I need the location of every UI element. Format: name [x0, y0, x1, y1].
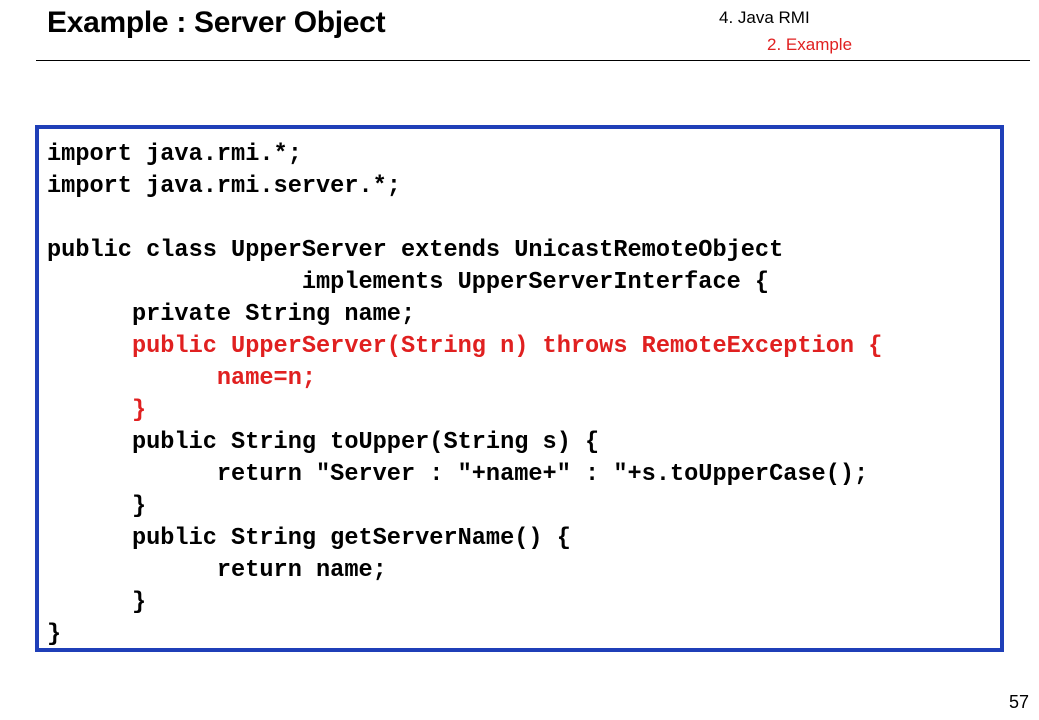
code-line: return name; — [47, 557, 387, 584]
code-line: } — [47, 397, 147, 424]
code-box: import java.rmi.*; import java.rmi.server… — [35, 125, 1004, 652]
page-number: 57 — [1008, 692, 1029, 712]
code-line: public String getServerName() { — [47, 525, 571, 552]
subsection-label: 2. Example — [767, 35, 853, 54]
slide-title: Example : Server Object — [47, 6, 386, 39]
code-line: public String toUpper(String s) { — [47, 429, 600, 456]
code-line — [47, 203, 882, 235]
code-line: implements UpperServerInterface { — [47, 269, 770, 296]
code-line: } — [47, 493, 147, 520]
header-divider — [36, 60, 1030, 61]
code-line: public UpperServer(String n) throws Remo… — [47, 333, 883, 360]
code-line: return "Server : "+name+" : "+s.toUpperC… — [47, 461, 869, 488]
code-line: private String name; — [47, 301, 416, 328]
code-listing: import java.rmi.*; import java.rmi.server… — [47, 139, 882, 651]
code-line: import java.rmi.server.*; — [47, 173, 401, 200]
code-line: name=n; — [47, 365, 317, 392]
code-line: } — [47, 621, 62, 648]
code-line: } — [47, 589, 147, 616]
code-line: public class UpperServer extends Unicast… — [47, 237, 784, 264]
code-line: import java.rmi.*; — [47, 141, 302, 168]
section-label: 4. Java RMI — [719, 8, 810, 27]
